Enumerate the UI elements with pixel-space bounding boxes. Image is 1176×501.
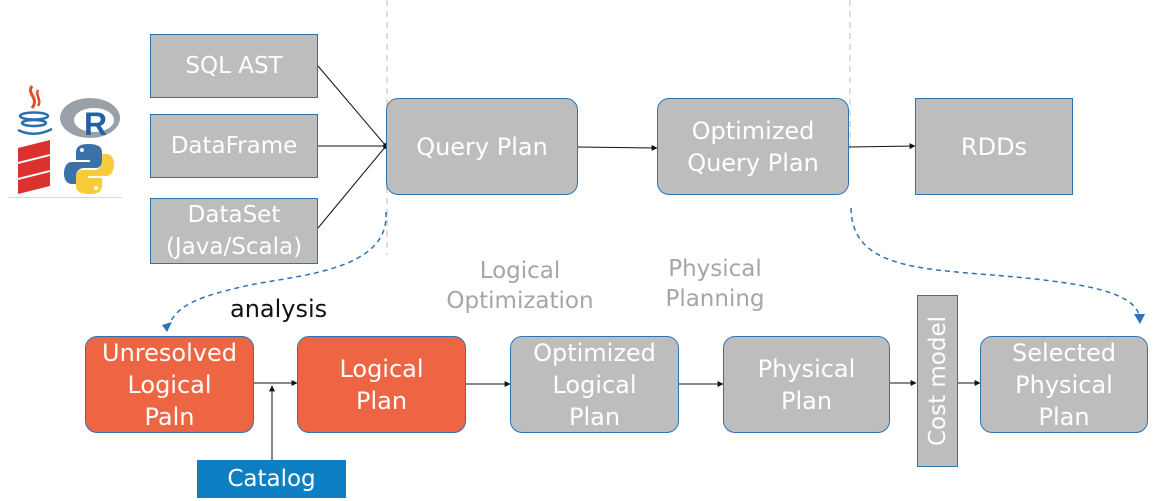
- dataset-label-line2: (Java/Scala): [165, 234, 303, 260]
- edge-sql-to-query: [317, 65, 387, 147]
- physical-plan-line1: Physical: [757, 354, 856, 383]
- dataset-label-line1: DataSet: [187, 202, 281, 228]
- dataframe-box: DataFrame: [150, 114, 318, 178]
- edge-query-to-optimized: [577, 144, 658, 151]
- optimized-query-plan-line2: Query Plan: [687, 148, 819, 177]
- dashed-curve-left: [167, 211, 387, 329]
- edge-ds-to-query: [317, 145, 387, 229]
- python-icon: [64, 144, 114, 194]
- unresolved-logical-plan-box: Unresolved Logical Paln: [85, 336, 254, 433]
- selected-physical-plan-box: Selected Physical Plan: [980, 336, 1148, 433]
- logical-optimization-line2: Optimization: [446, 288, 594, 314]
- analysis-label: analysis: [230, 295, 328, 323]
- optimized-logical-line3: Plan: [568, 402, 621, 431]
- logical-plan-box: Logical Plan: [297, 336, 466, 433]
- logical-plan-line1: Logical: [339, 354, 424, 383]
- catalog-box: Catalog: [197, 460, 346, 498]
- logos-underline: [8, 197, 122, 198]
- logical-optimization-line1: Logical: [479, 258, 561, 284]
- sql-ast-box: SQL AST: [150, 34, 318, 98]
- physical-planning-label: Physical Planning: [630, 254, 800, 314]
- logical-optimization-label: Logical Optimization: [430, 256, 610, 316]
- physical-planning-line2: Planning: [665, 286, 765, 312]
- logical-plan-line2: Plan: [355, 386, 408, 415]
- r-icon: R: [60, 98, 120, 142]
- java-icon: [17, 85, 53, 135]
- selected-line3: Plan: [1038, 402, 1090, 431]
- selected-line2: Physical: [1015, 370, 1113, 399]
- optimized-logical-plan-box: Optimized Logical Plan: [510, 336, 679, 433]
- unresolved-line3: Paln: [144, 402, 195, 431]
- optimized-query-plan-box: Optimized Query Plan: [657, 98, 849, 195]
- catalog-label: Catalog: [227, 466, 316, 492]
- svg-text:R: R: [84, 106, 107, 142]
- rdds-label: RDDs: [960, 132, 1028, 161]
- optimized-logical-line2: Logical: [552, 370, 637, 399]
- cost-model-label: Cost model: [924, 315, 951, 447]
- dashed-arrowhead-left: [162, 322, 172, 332]
- query-plan-label: Query Plan: [416, 132, 548, 161]
- unresolved-line1: Unresolved: [102, 338, 237, 367]
- edge-optimized-to-rdds: [848, 143, 916, 150]
- dashed-curve-right: [850, 207, 1141, 319]
- dashed-arrowhead-right: [1134, 314, 1145, 324]
- selected-line1: Selected: [1011, 338, 1117, 367]
- physical-planning-line1: Physical: [668, 256, 762, 282]
- optimized-logical-line1: Optimized: [533, 338, 656, 367]
- sql-ast-label: SQL AST: [185, 53, 283, 79]
- query-plan-box: Query Plan: [386, 98, 578, 195]
- scala-icon: [18, 140, 50, 194]
- language-logos: R: [17, 85, 120, 194]
- unresolved-line2: Logical: [127, 370, 212, 399]
- physical-plan-box: Physical Plan: [723, 336, 890, 433]
- dataset-box: DataSet (Java/Scala): [150, 198, 318, 264]
- dataframe-label: DataFrame: [170, 133, 298, 159]
- optimized-query-plan-line1: Optimized: [691, 116, 815, 145]
- rdds-box: RDDs: [915, 98, 1073, 195]
- cost-model-box: Cost model: [917, 295, 958, 467]
- physical-plan-line2: Plan: [780, 386, 833, 415]
